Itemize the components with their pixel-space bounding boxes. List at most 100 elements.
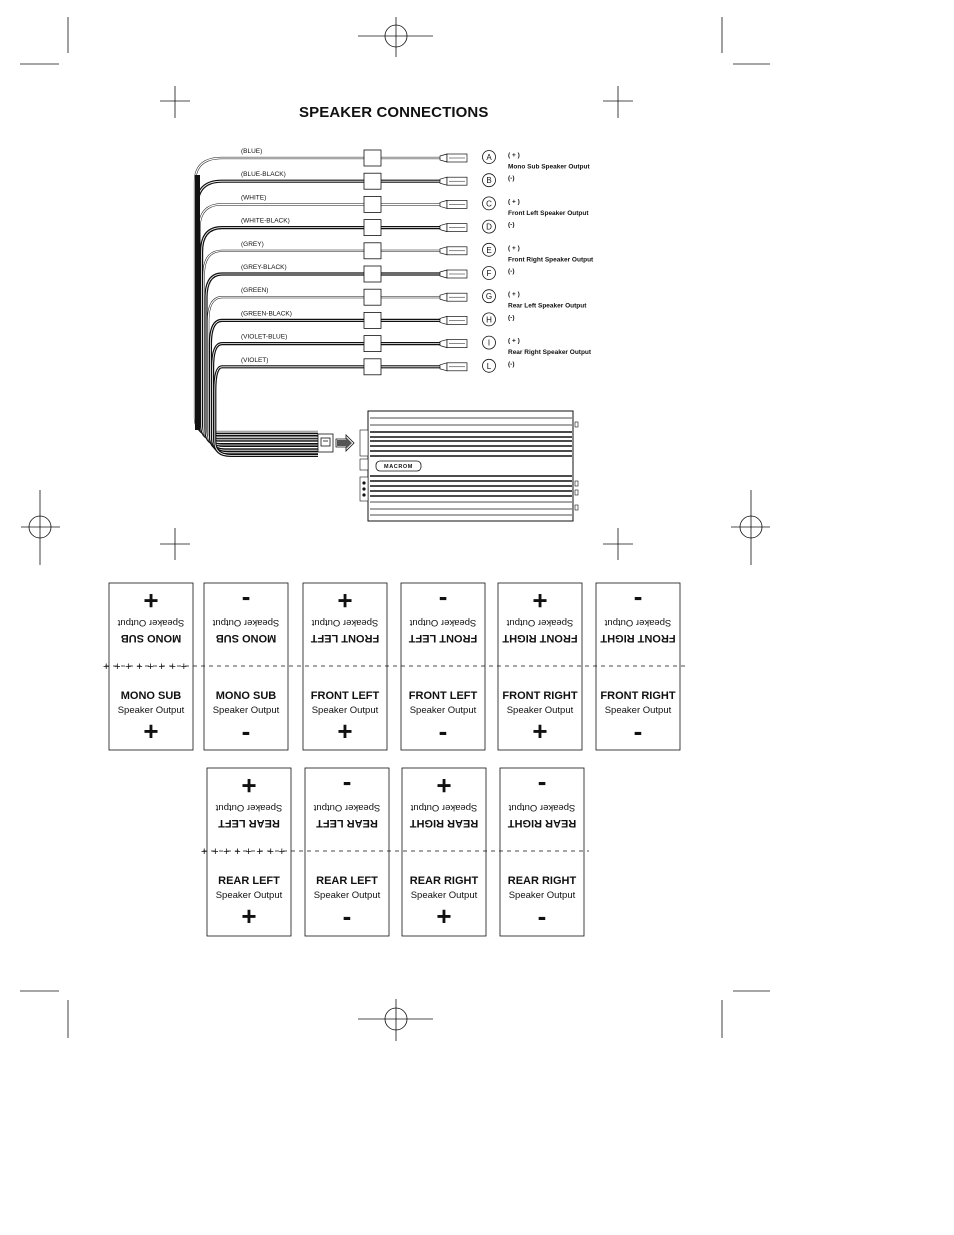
spade-terminal-icon bbox=[439, 246, 468, 256]
tag-outline bbox=[302, 582, 388, 751]
tag-sign: - bbox=[634, 716, 643, 746]
tag-name: MONO SUB bbox=[216, 690, 277, 702]
arrow-icon bbox=[335, 434, 355, 452]
tag-name: REAR RIGHT bbox=[508, 875, 577, 887]
tag-sub-label: Speaker Output bbox=[311, 617, 378, 628]
tag-sub-label: Speaker Output bbox=[410, 802, 477, 813]
output-label: Rear Left Speaker Output bbox=[508, 303, 587, 310]
tag-name: FRONT RIGHT bbox=[600, 690, 675, 702]
tag-name: REAR RIGHT bbox=[410, 875, 479, 887]
terminal-letter-badge bbox=[482, 242, 496, 257]
tag-name: MONO SUB bbox=[121, 632, 182, 644]
spade-terminal-icon bbox=[439, 269, 468, 279]
tag-sub-label: Speaker Output bbox=[410, 705, 477, 716]
spade-terminal-icon bbox=[439, 292, 468, 302]
amplifier: MACROM bbox=[359, 410, 579, 522]
polarity-label: (-) bbox=[508, 361, 515, 368]
tag-outline bbox=[499, 767, 585, 937]
wire-color-label: (BLUE-BLACK) bbox=[241, 171, 286, 178]
wire-color-label: (VIOLET-BLUE) bbox=[241, 334, 287, 341]
tag-name: FRONT LEFT bbox=[409, 690, 478, 702]
wire-I: (VIOLET-BLUE)I( + )Rear Right Speaker Ou… bbox=[211, 334, 592, 455]
wire-G: (GREEN)G( + )Rear Left Speaker Output bbox=[207, 287, 587, 449]
spade-terminal-icon bbox=[439, 339, 468, 349]
tag-sub-label: Speaker Output bbox=[216, 890, 283, 901]
polarity-label: (-) bbox=[508, 175, 515, 182]
wire-tag-box bbox=[363, 242, 382, 260]
fold-line: + + + + + + + + bbox=[103, 661, 686, 673]
terminal-letter-badge bbox=[482, 196, 496, 211]
tag-name: MONO SUB bbox=[121, 690, 182, 702]
tag-outline bbox=[497, 582, 583, 751]
tag-name: REAR LEFT bbox=[218, 817, 280, 829]
output-label: Front Right Speaker Output bbox=[508, 256, 594, 263]
wire-color-label: (GREEN) bbox=[241, 287, 268, 294]
tag-name: FRONT RIGHT bbox=[502, 690, 577, 702]
wire-color-label: (WHITE-BLACK) bbox=[241, 218, 290, 225]
tag-sub-label: Speaker Output bbox=[312, 705, 379, 716]
tag-name: REAR LEFT bbox=[316, 875, 378, 887]
terminal-letter-badge bbox=[482, 289, 496, 304]
crop-marks bbox=[20, 17, 770, 1038]
terminal-letter-badge bbox=[482, 266, 496, 280]
terminal-letter: C bbox=[486, 199, 492, 208]
polarity-label: ( + ) bbox=[508, 245, 520, 252]
tag-sign: + bbox=[532, 716, 547, 746]
tag-sub-label: Speaker Output bbox=[409, 617, 476, 628]
tag-sub-label: Speaker Output bbox=[508, 802, 575, 813]
registration-marks bbox=[21, 17, 770, 1041]
wire-harness: (BLUE)A( + )Mono Sub Speaker Output(BLUE… bbox=[193, 148, 594, 457]
polarity-label: ( + ) bbox=[508, 152, 520, 159]
brand-badge bbox=[375, 460, 422, 472]
tag-outline bbox=[400, 582, 486, 751]
terminal-letter-badge bbox=[482, 312, 496, 327]
tag-sign: + bbox=[143, 716, 158, 746]
tag-name: FRONT RIGHT bbox=[600, 632, 675, 644]
tag-sub-label: Speaker Output bbox=[313, 802, 380, 813]
wire-L: (VIOLET)L(-) bbox=[213, 357, 515, 457]
tag-name: REAR LEFT bbox=[218, 875, 280, 887]
tag-sub-label: Speaker Output bbox=[118, 705, 185, 716]
wire-color-label: (GREY-BLACK) bbox=[241, 264, 287, 271]
wire-color-label: (GREY) bbox=[241, 241, 264, 248]
tag-sign: - bbox=[343, 771, 352, 801]
tag-sub-label: Speaker Output bbox=[604, 617, 671, 628]
tag-outline bbox=[304, 767, 390, 937]
output-label: Mono Sub Speaker Output bbox=[508, 164, 590, 171]
harness-connector bbox=[317, 433, 334, 453]
polarity-label: (-) bbox=[508, 222, 515, 229]
wire-tag-box bbox=[363, 172, 382, 190]
tag-sign: - bbox=[242, 716, 251, 746]
spade-terminal-icon bbox=[439, 315, 468, 325]
tag-name: REAR RIGHT bbox=[508, 817, 577, 829]
tag-sub-label: Speaker Output bbox=[509, 890, 576, 901]
terminal-letter-badge bbox=[482, 335, 496, 350]
wire-tag-box bbox=[363, 288, 382, 306]
spade-terminal-icon bbox=[439, 199, 468, 209]
terminal-letter: L bbox=[487, 362, 492, 371]
wire-tag-box bbox=[363, 265, 382, 283]
output-label: Rear Right Speaker Output bbox=[508, 349, 592, 356]
tag-sub-label: Speaker Output bbox=[411, 890, 478, 901]
tag-sign: - bbox=[439, 586, 448, 616]
wire-color-label: (WHITE) bbox=[241, 194, 266, 201]
polarity-label: ( + ) bbox=[508, 338, 520, 345]
wire-tag-box bbox=[363, 358, 382, 376]
polarity-label: (-) bbox=[508, 314, 515, 321]
